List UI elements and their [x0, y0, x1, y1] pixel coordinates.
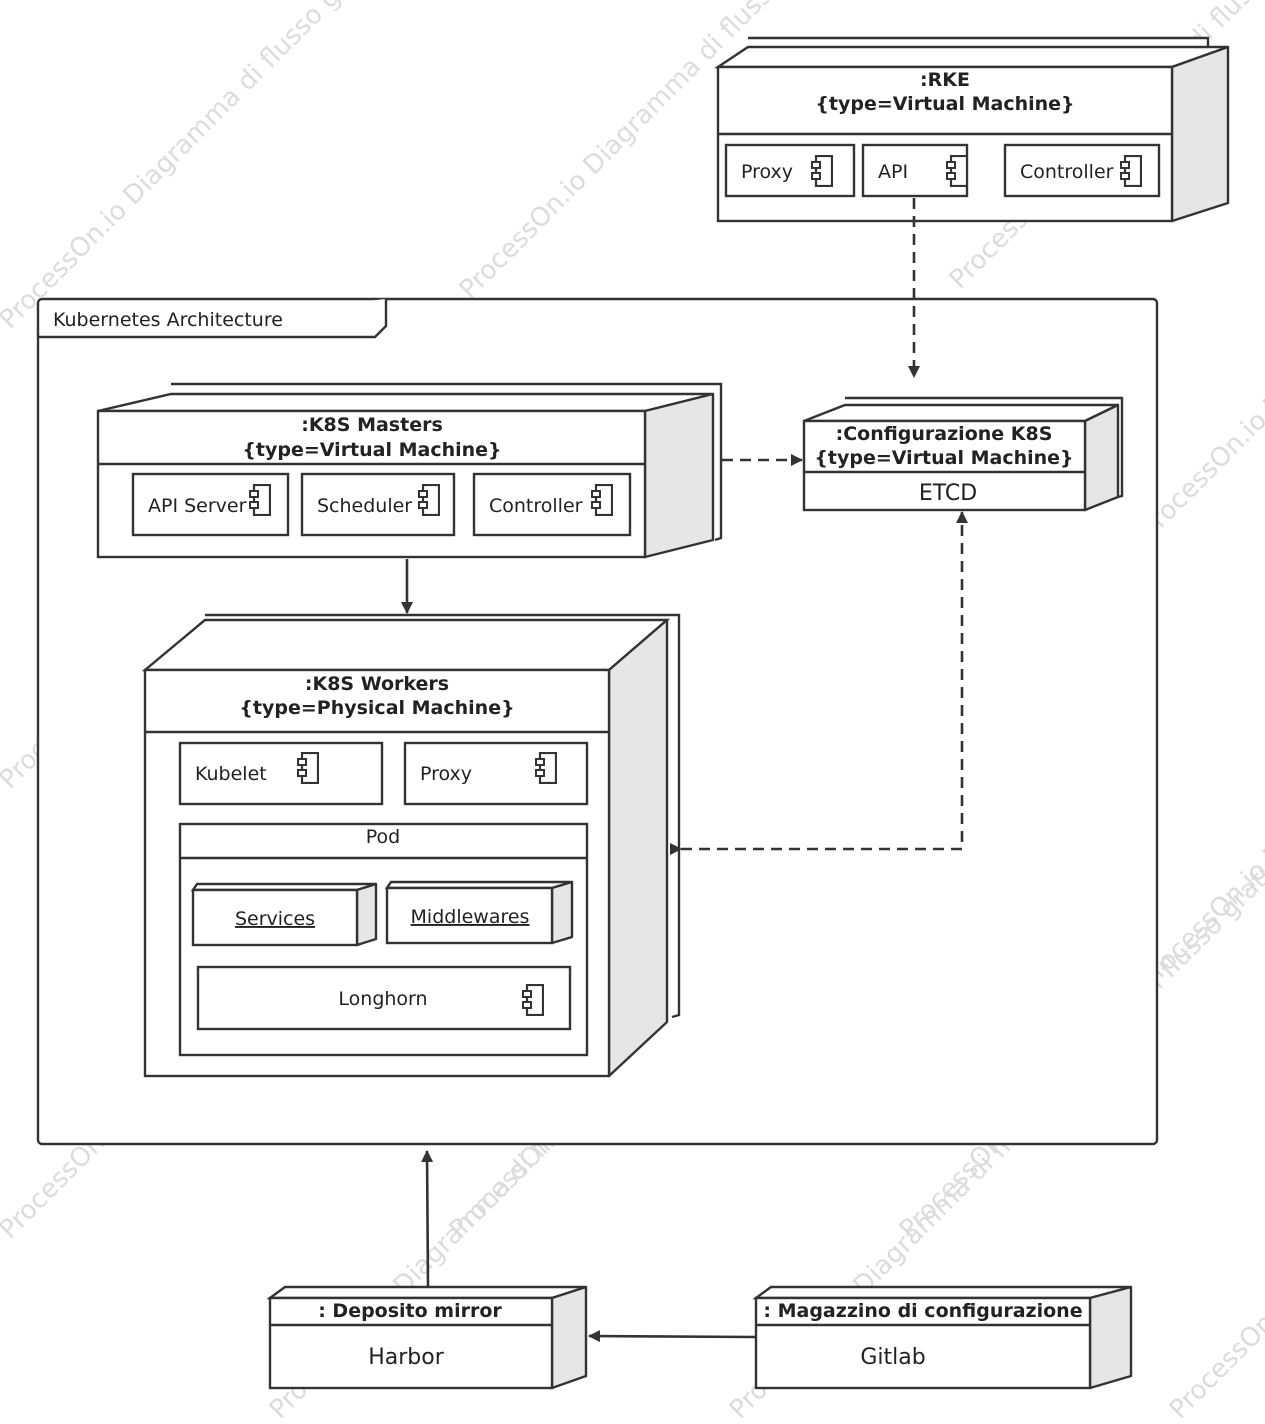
config-k8s-node[interactable]: :Configurazione K8S {type=Virtual Machin…	[802, 396, 1124, 512]
masters-title: :K8S Masters	[301, 414, 443, 436]
repo-body: Gitlab	[860, 1345, 925, 1370]
config-stereotype: {type=Virtual Machine}	[814, 447, 1073, 469]
mirror-title: : Deposito mirror	[318, 1300, 502, 1322]
component-label: Kubelet	[195, 763, 267, 785]
component-icon	[522, 984, 544, 1016]
middlewares-artifact[interactable]: Middlewares	[384, 880, 574, 945]
workers-config-bidirectional-edge	[670, 511, 968, 855]
masters-stereotype: {type=Virtual Machine}	[242, 439, 501, 461]
rke-stereotype: {type=Virtual Machine}	[815, 93, 1074, 115]
config-etcd-label: ETCD	[919, 481, 977, 506]
rke-title: :RKE	[920, 69, 970, 91]
component-icon	[1120, 155, 1142, 187]
rke-proxy-component[interactable]: Proxy	[724, 143, 856, 198]
connections-layer	[401, 198, 968, 1343]
component-label: Proxy	[420, 763, 472, 785]
workers-stereotype: {type=Physical Machine}	[239, 697, 514, 719]
kubelet-component[interactable]: Kubelet	[178, 741, 384, 806]
component-icon	[591, 484, 613, 516]
mirror-body: Harbor	[368, 1345, 444, 1370]
pod-label: Pod	[366, 826, 400, 848]
frame-label: Kubernetes Architecture	[53, 309, 283, 331]
rke-node[interactable]: :RKE {type=Virtual Machine} Proxy API Co…	[714, 36, 1230, 223]
repo-to-mirror-edge	[588, 1330, 756, 1343]
config-title: :Configurazione K8S	[836, 423, 1053, 445]
component-icon	[811, 155, 833, 187]
component-icon	[249, 484, 271, 516]
pod-container[interactable]: Pod Services Middlewares Longhorn	[178, 822, 589, 1057]
component-label: Controller	[1020, 161, 1114, 183]
component-icon	[946, 155, 968, 187]
magazzino-configurazione-node[interactable]: : Magazzino di configurazione Gitlab	[752, 1285, 1133, 1390]
watermark-text: ProcessOn.io Diagramma di flusso gratuit…	[1164, 1011, 1265, 1424]
component-icon	[535, 752, 557, 784]
api-server-component[interactable]: API Server	[131, 472, 290, 537]
component-label: API Server	[148, 495, 247, 517]
rke-controller-component[interactable]: Controller	[1003, 143, 1161, 198]
repo-title: : Magazzino di configurazione	[763, 1300, 1082, 1322]
component-label: Longhorn	[338, 988, 427, 1010]
workers-proxy-component[interactable]: Proxy	[403, 741, 589, 806]
services-artifact[interactable]: Services	[190, 882, 378, 947]
longhorn-component[interactable]: Longhorn	[196, 965, 572, 1031]
component-label: Controller	[489, 495, 583, 517]
artifact-label: Services	[235, 908, 315, 930]
component-label: Scheduler	[317, 495, 412, 517]
component-label: Proxy	[741, 161, 793, 183]
k8s-masters-node[interactable]: :K8S Masters {type=Virtual Machine} API …	[96, 382, 723, 559]
watermark-text: ProcessOn.io Diagramma di flusso gratuit…	[0, 0, 408, 335]
rke-api-component[interactable]: API	[861, 143, 969, 198]
component-icon	[418, 484, 440, 516]
deposito-mirror-node[interactable]: : Deposito mirror Harbor	[266, 1285, 588, 1390]
masters-controller-component[interactable]: Controller	[472, 472, 632, 537]
component-icon	[297, 752, 319, 784]
artifact-label: Middlewares	[411, 906, 530, 928]
k8s-workers-node[interactable]: :K8S Workers {type=Physical Machine} Kub…	[141, 613, 681, 1078]
workers-title: :K8S Workers	[305, 673, 449, 695]
mirror-to-frame-edge	[421, 1150, 434, 1288]
scheduler-component[interactable]: Scheduler	[300, 472, 456, 537]
component-label: API	[878, 161, 908, 183]
